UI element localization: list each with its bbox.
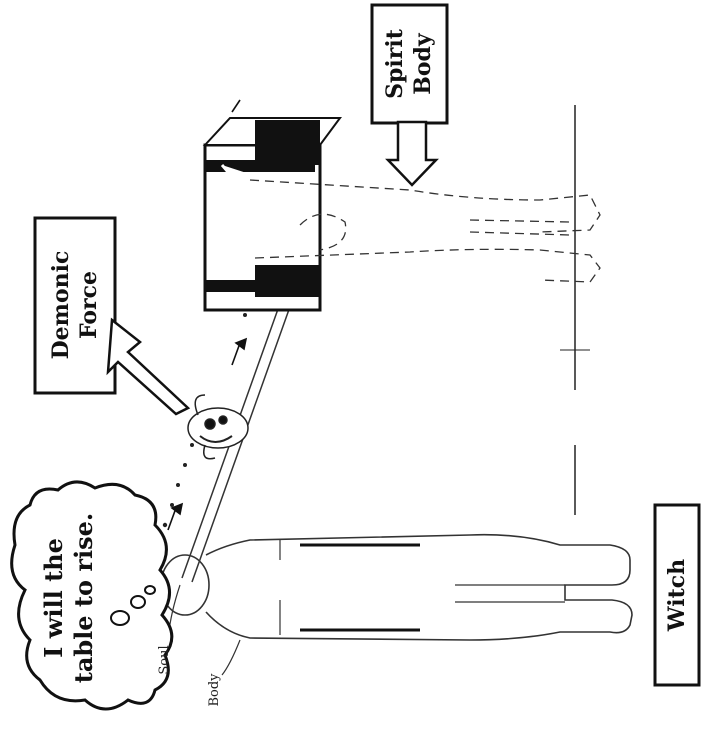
demonic-force-label: Demonic Force (35, 218, 115, 393)
witch-label: Witch (655, 505, 699, 685)
thought-cloud: I will the table to rise. (12, 482, 172, 709)
demonic-force-line-1: Demonic (48, 251, 74, 360)
floor-line (560, 105, 590, 515)
thought-text-line-1: I will the (39, 538, 68, 658)
soul-label: Soul (157, 645, 172, 674)
demonic-force-arrow (108, 320, 188, 414)
demonic-force-line-2: Force (76, 271, 102, 339)
spirit-body-line-1: Spirit (382, 28, 408, 99)
witch-figure (161, 535, 632, 640)
witch-text: Witch (664, 559, 690, 632)
spirit-body-line-2: Body (410, 32, 436, 95)
spirit-body-label: Spirit Body (372, 5, 447, 123)
thought-text-line-2: table to rise. (69, 513, 98, 684)
spirit-body-arrow (388, 122, 436, 185)
body-label: Body (207, 673, 222, 707)
